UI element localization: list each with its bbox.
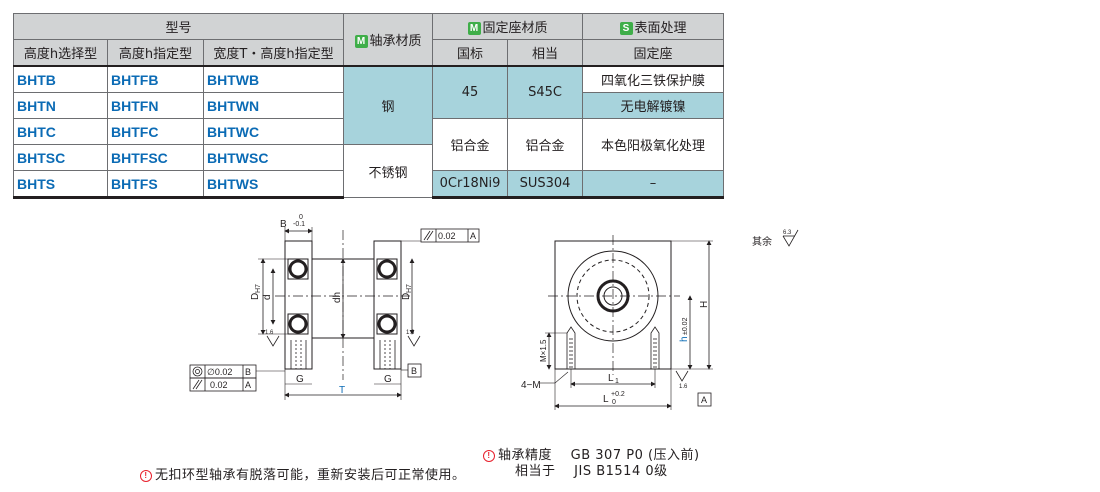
label-l1-sub: 1 bbox=[615, 378, 619, 385]
label-b: B bbox=[280, 219, 287, 230]
warning-icon: ! bbox=[483, 450, 495, 462]
tol-l-top: +0.2 bbox=[611, 391, 625, 398]
model-code[interactable]: BHTB bbox=[13, 65, 108, 93]
bearing-material-label: 轴承材质 bbox=[369, 34, 422, 49]
label-g-left: G bbox=[296, 374, 304, 385]
frame-parallel-ref: A bbox=[470, 231, 476, 241]
model-code[interactable]: BHTFN bbox=[107, 92, 204, 119]
label-d-h7: D bbox=[250, 293, 261, 300]
warning-icon: ! bbox=[140, 470, 152, 482]
bearing-stainless: 不锈钢 bbox=[343, 144, 434, 198]
model-code[interactable]: BHTSC bbox=[13, 144, 108, 171]
housing-material-label: 固定座材质 bbox=[482, 21, 548, 36]
frame-parallel2-value: 0.02 bbox=[210, 380, 228, 390]
surface-treatment-label: 表面处理 bbox=[634, 21, 687, 36]
m-badge: M bbox=[467, 22, 481, 35]
label-l1: L bbox=[608, 373, 614, 384]
model-code[interactable]: BHTC bbox=[13, 118, 108, 145]
table-row: BHTSC BHTFSC BHTWSC 不锈钢 bbox=[13, 144, 724, 198]
model-code[interactable]: BHTFS bbox=[107, 170, 204, 199]
model-code[interactable]: BHTFB bbox=[107, 65, 204, 93]
model-code[interactable]: BHTWN bbox=[202, 92, 345, 119]
roughness-right: 1.6 bbox=[406, 330, 415, 336]
subheader-select-h: 高度h选择型 bbox=[13, 39, 108, 67]
other-roughness-label: 其余 bbox=[752, 235, 772, 248]
label-h-upper: H bbox=[699, 301, 710, 308]
equivalent-value: JIS B1514 0级 bbox=[574, 464, 668, 479]
label-h-tol: ±0.02 bbox=[682, 317, 689, 335]
warning-note: !无扣环型轴承有脱落可能，重新安装后可正常使用。 bbox=[140, 464, 466, 483]
label-dh: dh bbox=[332, 292, 343, 303]
table-row: BHTN BHTFN BHTWN 无电解镀镍 bbox=[13, 92, 725, 119]
label-4m: 4−M bbox=[521, 380, 541, 391]
model-code[interactable]: BHTFC bbox=[107, 118, 204, 145]
precision-value: GB 307 P0 (压入前) bbox=[570, 448, 700, 463]
surface-4: – bbox=[582, 170, 725, 199]
subheader-national: 国标 bbox=[432, 39, 509, 67]
label-d: d bbox=[262, 294, 273, 300]
datum-a: A bbox=[701, 395, 707, 405]
model-code[interactable]: BHTN bbox=[13, 92, 108, 119]
surface-1: 四氧化三铁保护膜 bbox=[582, 65, 725, 93]
material-s45c: S45C bbox=[507, 65, 584, 119]
subheader-housing: 固定座 bbox=[582, 39, 725, 67]
label-d-h7-right-sub: H7 bbox=[406, 284, 413, 293]
precision-label: 轴承精度 bbox=[498, 448, 553, 463]
label-m-pitch: M×1.5 bbox=[539, 339, 548, 362]
precision-note: !轴承精度 GB 307 P0 (压入前) bbox=[483, 444, 700, 463]
equivalent-note: 相当于 JIS B1514 0级 bbox=[515, 460, 668, 479]
frame-parallel2-ref: A bbox=[245, 380, 251, 390]
material-al: 铝合金 bbox=[432, 118, 509, 171]
subheader-specify-h: 高度h指定型 bbox=[107, 39, 204, 67]
table-row: BHTC BHTFC BHTWC 铝合金 铝合金 本色阳极氧化处理 bbox=[13, 118, 725, 171]
bearing-steel: 钢 bbox=[343, 65, 434, 145]
tol-l-bot: 0 bbox=[612, 399, 616, 406]
roughness-left: 1.6 bbox=[265, 330, 274, 336]
frame-concentricity-ref: B bbox=[245, 367, 251, 377]
model-code[interactable]: BHTWSC bbox=[202, 144, 345, 171]
material-sus: SUS304 bbox=[507, 170, 584, 199]
tol-b-bot: -0.1 bbox=[293, 221, 305, 228]
roughness-side: 1.6 bbox=[679, 384, 688, 390]
surface-2: 无电解镀镍 bbox=[582, 92, 725, 119]
material-sus-cn: 0Cr18Ni9 bbox=[432, 170, 509, 199]
model-code[interactable]: BHTS bbox=[13, 170, 108, 199]
front-section-view bbox=[189, 227, 480, 400]
label-d-h7-right: D bbox=[401, 293, 412, 300]
material-45: 45 bbox=[432, 65, 509, 119]
label-d-h7-sub: H7 bbox=[255, 284, 262, 293]
equivalent-label: 相当于 bbox=[515, 464, 556, 479]
subheader-equivalent: 相当 bbox=[507, 39, 584, 67]
label-g-right: G bbox=[384, 374, 392, 385]
model-code[interactable]: BHTWS bbox=[202, 170, 345, 199]
model-code[interactable]: BHTWB bbox=[202, 65, 345, 93]
material-al-eq: 铝合金 bbox=[507, 118, 584, 171]
label-l: L bbox=[603, 394, 609, 405]
subheader-width-height: 宽度T・高度h指定型 bbox=[202, 39, 345, 67]
label-t: T bbox=[339, 385, 345, 396]
other-roughness-value: 6.3 bbox=[783, 230, 792, 236]
s-badge: S bbox=[619, 22, 633, 35]
header-model: 型号 bbox=[12, 13, 345, 40]
model-code[interactable]: BHTWC bbox=[202, 118, 345, 145]
surface-3: 本色阳极氧化处理 bbox=[582, 118, 725, 171]
table-row: BHTB BHTFB BHTWB 钢 45 S45C 四氧化三铁保护膜 bbox=[13, 65, 725, 145]
frame-concentricity-value: ∅0.02 bbox=[207, 367, 232, 377]
label-h-lower: h bbox=[679, 336, 690, 342]
datum-b: B bbox=[411, 366, 417, 376]
frame-parallel-value: 0.02 bbox=[438, 231, 456, 241]
side-view bbox=[540, 229, 799, 410]
table-row: BHTS BHTFS BHTWS 0Cr18Ni9 SUS304 – bbox=[13, 170, 725, 199]
tol-b-top: 0 bbox=[299, 214, 303, 221]
model-code[interactable]: BHTFSC bbox=[107, 144, 204, 171]
warning-text: 无扣环型轴承有脱落可能，重新安装后可正常使用。 bbox=[155, 468, 466, 483]
m-badge: M bbox=[354, 35, 368, 48]
